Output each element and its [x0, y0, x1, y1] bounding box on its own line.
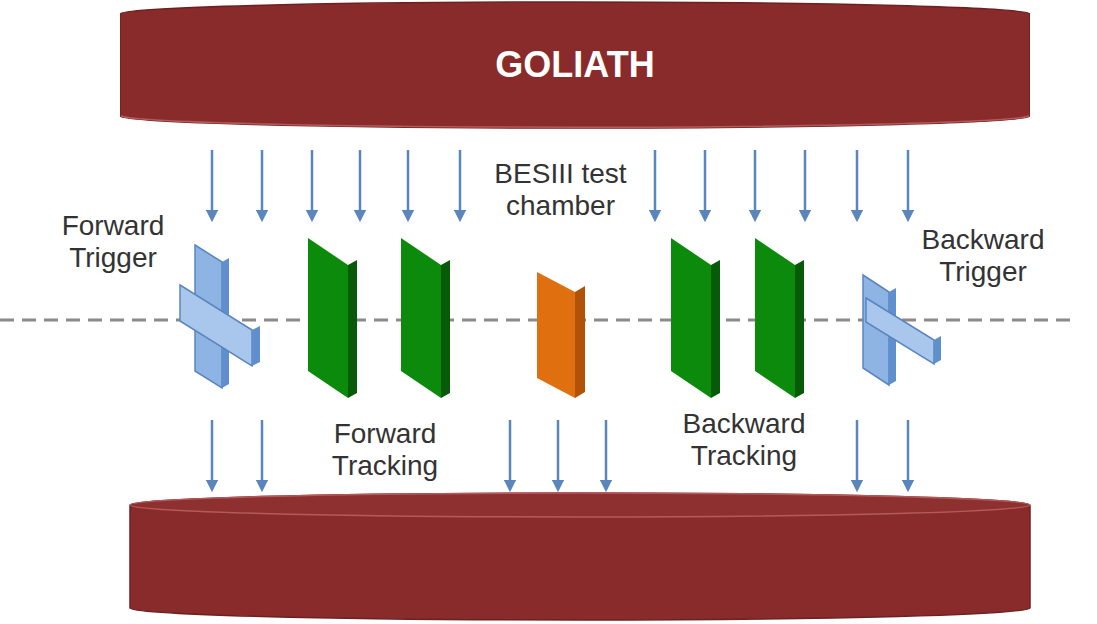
tracking-label: Backward Tracking: [644, 408, 844, 472]
field-arrow: [804, 150, 807, 216]
field-arrow: [856, 420, 859, 486]
tracking-plane: [308, 238, 357, 398]
field-arrow: [907, 150, 910, 216]
trigger-label: Forward Trigger: [28, 210, 198, 274]
field-arrow: [557, 420, 560, 486]
trigger-scintillator: [863, 275, 941, 385]
magnet-name: GOLIATH: [495, 44, 654, 86]
field-arrow: [311, 150, 314, 216]
field-arrow: [261, 150, 264, 216]
tracking-plane: [755, 238, 804, 398]
magnet-pole: [130, 493, 1030, 620]
magnet-pole: GOLIATH: [120, 0, 1030, 130]
trigger-scintillator: [180, 245, 260, 388]
field-arrow: [407, 150, 410, 216]
test-chamber: [537, 272, 585, 398]
tracking-plane: [671, 238, 720, 398]
field-arrow: [654, 150, 657, 216]
field-arrows: [212, 150, 908, 486]
tracking-plane: [401, 238, 450, 398]
trigger-label: Backward Trigger: [898, 224, 1068, 288]
field-arrow: [509, 420, 512, 486]
field-arrow: [754, 150, 757, 216]
field-arrow: [856, 150, 859, 216]
field-arrow: [605, 420, 608, 486]
tracking-label: Forward Tracking: [300, 418, 470, 482]
field-arrow: [459, 150, 462, 216]
field-arrow: [211, 420, 214, 486]
field-arrow: [211, 150, 214, 216]
field-arrow: [704, 150, 707, 216]
field-arrow: [261, 420, 264, 486]
field-arrow: [907, 420, 910, 486]
chamber-label: BESIII test chamber: [493, 158, 628, 222]
field-arrow: [359, 150, 362, 216]
